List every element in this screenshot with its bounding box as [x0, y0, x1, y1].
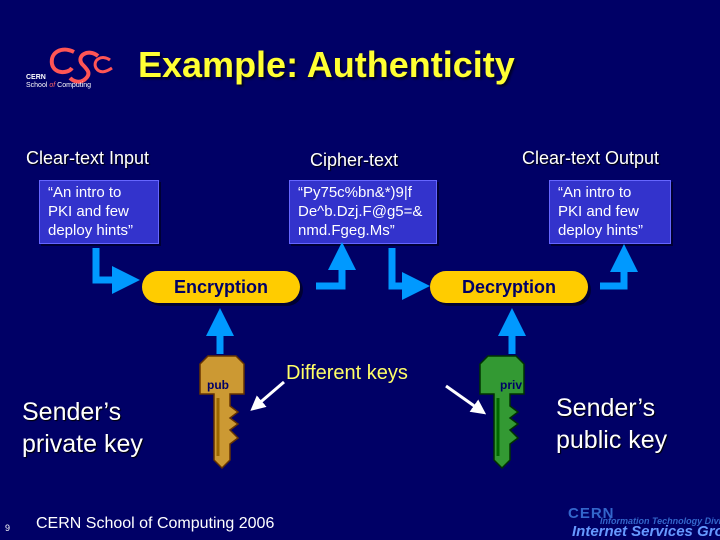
- cipher-line-2: De^b.Dzj.F@g5=&: [298, 203, 423, 220]
- arrow-different-keys-right: [445, 384, 487, 415]
- page-title: Example: Authenticity: [138, 44, 515, 85]
- logo-school-post: Computing: [55, 82, 91, 89]
- label-cipher-text: Cipher-text: [310, 150, 399, 170]
- key-green-icon: [479, 355, 525, 470]
- sender-public-line-1: Sender’s: [556, 394, 656, 422]
- decryption-step: Decryption: [430, 271, 588, 303]
- page-number: 9: [5, 523, 11, 533]
- its-logo-division: Information Technology Division: [600, 516, 720, 526]
- logo-cern-text: CERN: [26, 74, 46, 81]
- input-line-2: PKI and few: [48, 203, 129, 220]
- arrow-encryption-to-cipher: [316, 242, 356, 290]
- different-keys-label: Different keys: [286, 362, 408, 384]
- output-line-2: PKI and few: [558, 203, 639, 220]
- arrow-different-keys-left: [250, 380, 285, 411]
- output-line-3: deploy hints”: [558, 222, 644, 239]
- its-logo-cern: CERN: [568, 505, 615, 522]
- input-line-3: deploy hints”: [48, 222, 134, 239]
- logo-school-pre: School: [26, 82, 50, 89]
- csc-logo: [22, 42, 122, 97]
- its-logo-group: Internet Services Group: [572, 523, 720, 540]
- sender-public-line-2: public key: [556, 426, 668, 454]
- cipher-line-3: nmd.Fgeg.Ms”: [298, 222, 395, 239]
- output-line-1: “An intro to: [558, 184, 632, 201]
- input-text-box: “An intro to PKI and few deploy hints”: [39, 180, 159, 244]
- key-gold-icon: [199, 355, 245, 470]
- encryption-step: Encryption: [142, 271, 300, 303]
- public-key-graphic: [474, 355, 530, 470]
- cipher-text-box: “Py75c%bn&*)9|f De^b.Dzj.F@g5=& nmd.Fgeg…: [289, 180, 437, 244]
- label-clear-text-input: Clear-text Input: [26, 148, 150, 168]
- sender-public-key-label: Sender’s public key: [556, 392, 667, 456]
- sender-private-line-2: private key: [22, 430, 143, 458]
- output-text-box: “An intro to PKI and few deploy hints”: [549, 180, 671, 244]
- logo-school-of: of: [49, 82, 56, 89]
- footer-text: CERN School of Computing 2006: [36, 515, 275, 532]
- sender-private-line-1: Sender’s: [22, 398, 122, 426]
- input-line-1: “An intro to: [48, 184, 122, 201]
- arrow-decryption-to-output: [600, 244, 638, 290]
- arrow-cipher-to-decryption: [388, 248, 430, 300]
- key-tag-pub: pub: [207, 378, 229, 392]
- label-clear-text-output: Clear-text Output: [522, 148, 660, 168]
- cipher-line-1: “Py75c%bn&*)9|f: [298, 184, 412, 201]
- private-key-graphic: [194, 355, 250, 470]
- logo-school-text: School of Computing: [26, 82, 91, 89]
- key-tag-priv: priv: [500, 378, 523, 392]
- sender-private-key-label: Sender’s private key: [22, 396, 143, 460]
- arrow-input-to-encryption: [92, 248, 140, 294]
